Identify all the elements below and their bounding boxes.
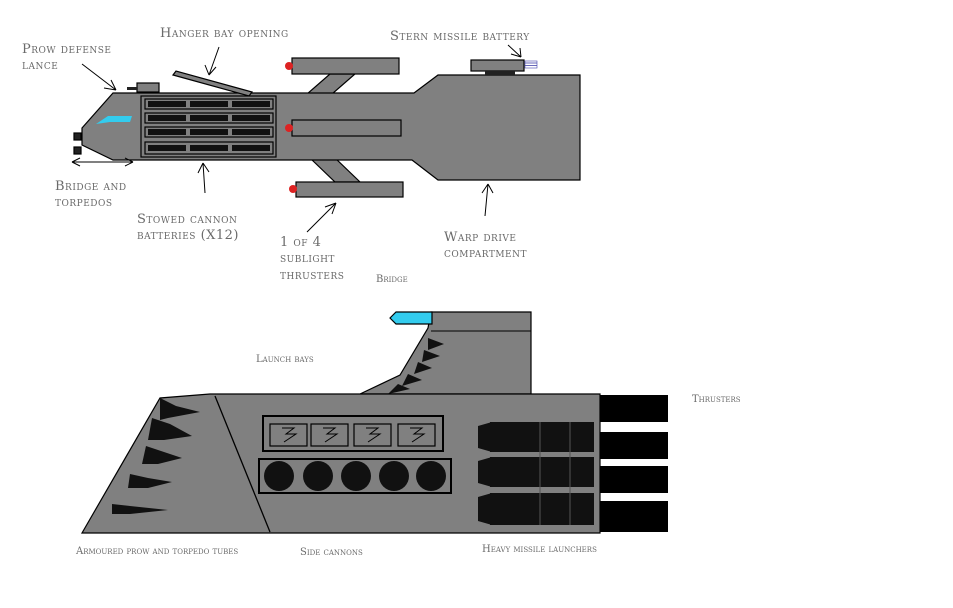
label-armoured-prow: Armoured prow and torpedo tubes — [76, 546, 239, 557]
bridge-tower — [359, 311, 532, 395]
label-warp-drive-compartment: Warp drive compartment — [444, 230, 527, 262]
missile-launchers — [478, 422, 594, 525]
label-thrusters: Thrusters — [692, 394, 741, 405]
label-sublight-thrusters: 1 of 4 sublight thrusters — [280, 235, 345, 283]
lower-strut — [308, 157, 362, 183]
cannon-hatches — [269, 423, 436, 447]
cannon-rows — [144, 98, 274, 155]
prow-defense-lance — [136, 82, 160, 93]
side-cannons — [264, 461, 446, 491]
upper-strut — [305, 73, 357, 95]
torpedo-tube-1 — [73, 132, 82, 141]
sublight-thruster-middle — [291, 119, 402, 137]
prow-torpedo-tubes — [112, 398, 200, 514]
sublight-thruster-lower — [295, 181, 404, 198]
main-thrusters — [600, 395, 668, 532]
sublight-thruster-upper — [291, 57, 400, 75]
bridge-window — [389, 311, 433, 325]
label-bridge-and-torpedos: Bridge and torpedos — [55, 179, 127, 211]
label-heavy-missile-launchers: Heavy missile launchers — [482, 544, 597, 555]
flag-icon — [524, 60, 538, 69]
label-stern-missile-battery: Stern missile battery — [390, 29, 530, 44]
side-view-ship — [80, 311, 668, 534]
hanger-bay-door — [171, 70, 254, 97]
top-view-ship — [73, 57, 581, 198]
label-launch-bays: Launch bays — [256, 354, 314, 365]
label-bridge: Bridge — [376, 274, 408, 285]
arrow-icon — [71, 44, 522, 233]
label-prow-defense-lance: Prow defense lance — [22, 42, 112, 74]
label-hanger-bay-opening: Hanger bay opening — [160, 26, 289, 41]
cockpit-window — [96, 116, 132, 124]
label-stowed-cannon-batteries: Stowed cannon batteries (X12) — [137, 212, 240, 244]
launch-bay-openings — [388, 338, 444, 394]
label-side-cannons: Side cannons — [300, 547, 363, 558]
stern-missile-battery — [470, 59, 525, 72]
torpedo-tube-2 — [73, 146, 82, 155]
